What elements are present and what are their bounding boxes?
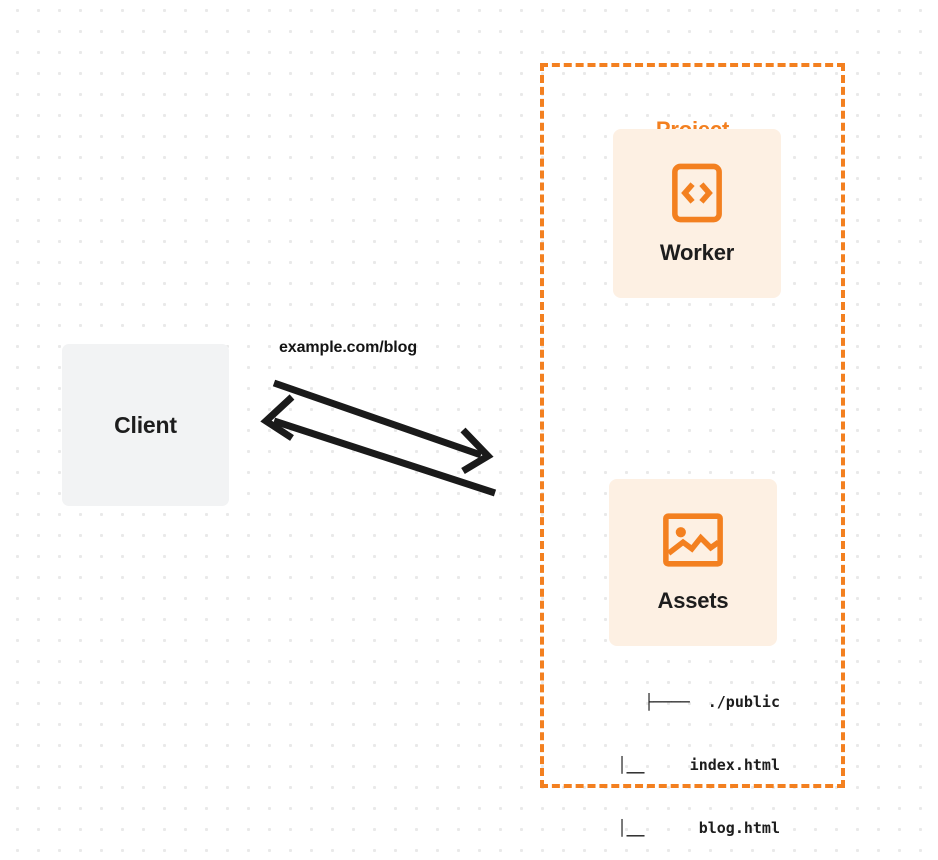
file-tree-row: ├──── ./public bbox=[644, 693, 780, 711]
client-node[interactable]: Client bbox=[62, 344, 229, 506]
request-arrow-icon bbox=[272, 379, 494, 475]
code-brackets-icon bbox=[672, 163, 722, 222]
response-arrow-icon bbox=[260, 394, 497, 497]
image-picture-icon bbox=[663, 512, 723, 567]
worker-node[interactable]: Worker bbox=[613, 129, 781, 298]
assets-node-label: Assets bbox=[657, 587, 729, 613]
assets-node[interactable]: Assets bbox=[609, 479, 777, 646]
file-tree-row: │__ blog.html bbox=[617, 819, 780, 837]
request-url-label: example.com/blog bbox=[279, 339, 417, 356]
assets-file-tree: ├──── ./public │__ index.html │__ blog.h… bbox=[540, 650, 780, 860]
file-tree-row: │__ index.html bbox=[617, 756, 780, 774]
client-node-label: Client bbox=[114, 411, 177, 438]
worker-node-label: Worker bbox=[659, 239, 735, 265]
